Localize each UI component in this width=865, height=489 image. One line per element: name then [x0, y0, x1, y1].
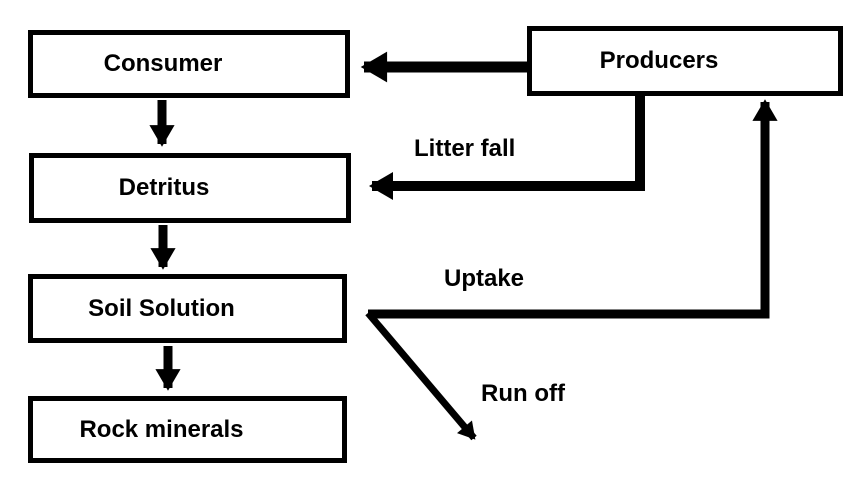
consumer-label: Consumer — [103, 50, 223, 77]
soil-solution-label: Soil Solution — [88, 294, 235, 322]
rock-minerals-box: Rock minerals — [28, 396, 347, 463]
uptake-label: Uptake — [444, 265, 525, 292]
producers-box: Producers — [527, 26, 843, 96]
producers-label: Producers — [599, 47, 719, 74]
arrow-run-off — [365, 310, 477, 441]
consumer-box: Consumer — [28, 30, 350, 98]
arrow-litter-fall-producers-to-detritus — [368, 96, 645, 200]
run-off-label: Run off — [481, 380, 565, 407]
arrow-uptake-soil-solution-to-producers — [368, 99, 778, 319]
litter-fall-label: Litter fall — [414, 135, 516, 162]
detritus-label: Detritus — [118, 174, 210, 201]
soil-solution-box: Soil Solution — [28, 274, 347, 343]
detritus-box: Detritus — [29, 153, 351, 223]
rock-minerals-label: Rock minerals — [79, 415, 244, 443]
